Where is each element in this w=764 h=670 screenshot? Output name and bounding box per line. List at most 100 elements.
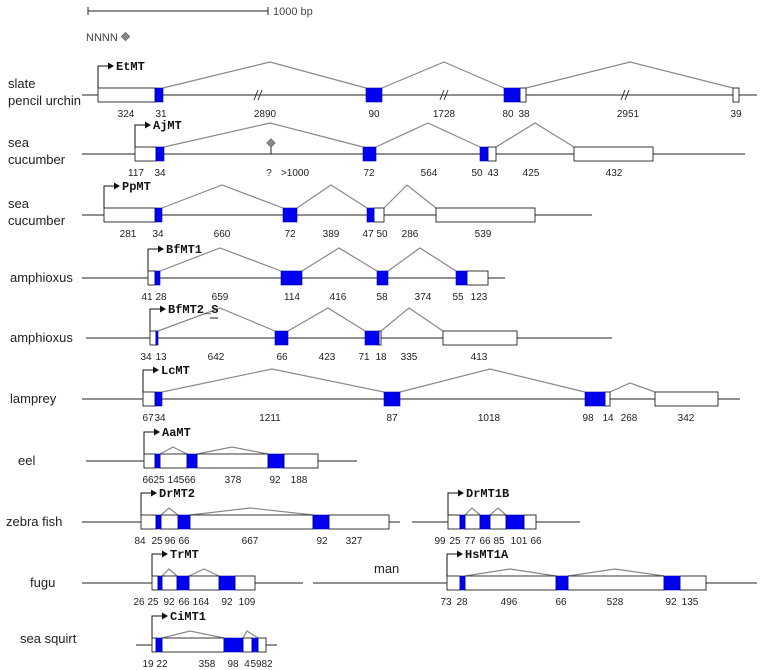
coding-exon (223, 637, 244, 653)
untranslated-exon (142, 391, 156, 407)
gene-name: PpMT (122, 180, 151, 194)
coding-exon (176, 575, 190, 591)
segment-length-label: 59 (250, 659, 262, 670)
tss-arrow (446, 553, 457, 576)
intron-arch (287, 307, 366, 332)
arrowhead-icon (145, 121, 151, 129)
intron-arch (464, 568, 557, 577)
coding-exon (154, 270, 161, 286)
intron-arch (162, 61, 367, 89)
segment-length-label: 47 (362, 229, 374, 240)
tss-arrow (151, 553, 162, 576)
segment-length-label: 99 (434, 536, 446, 547)
untranslated-exon (489, 514, 507, 530)
segment-length-label: 25 (151, 536, 163, 547)
segment-length-label: 528 (607, 597, 624, 608)
coding-exon (154, 453, 161, 469)
tss-arrow (103, 185, 114, 208)
segment-length-label: 22 (156, 659, 168, 670)
untranslated-exon (234, 575, 256, 591)
intron-arch (163, 122, 364, 148)
coding-exon (376, 270, 389, 286)
segment-length-label: 77 (464, 536, 476, 547)
segment-length-label: 31 (155, 109, 167, 120)
coding-exon (362, 146, 377, 162)
segment-length-label: 28 (155, 292, 167, 303)
gene-name: BfMT2_S (168, 303, 218, 317)
segment-length-label: 425 (523, 168, 540, 179)
arrowhead-icon (154, 428, 160, 436)
coding-exon (479, 514, 491, 530)
segment-length-label: 268 (621, 413, 638, 424)
legend-label: NNNN (86, 32, 118, 44)
species-label: sea (8, 196, 30, 211)
gene-name: HsMT1A (465, 548, 509, 562)
segment-length-label: 67 (142, 413, 154, 424)
segment-length-label: 92 (316, 536, 328, 547)
axis-break (257, 89, 263, 101)
segment-length-label: 2951 (617, 109, 640, 120)
untranslated-exon (464, 514, 481, 530)
segment-length-label: 659 (212, 292, 229, 303)
coding-exon (663, 575, 681, 591)
intron-arch (387, 247, 457, 272)
segment-length-label: 19 (142, 659, 154, 670)
arrowhead-icon (153, 366, 159, 374)
segment-length-label: 66 (479, 536, 491, 547)
intron-arch (159, 446, 188, 455)
coding-exon (154, 207, 163, 223)
scale-bar-label: 1000 bp (273, 6, 313, 18)
untranslated-exon (732, 87, 740, 103)
intron-arch (489, 507, 507, 516)
gene-name: CiMT1 (170, 610, 206, 624)
untranslated-exon (604, 391, 611, 407)
gene-name: LcMT (161, 364, 190, 378)
intron-arch (383, 184, 437, 209)
intron-arch (159, 247, 282, 272)
segment-length-label: 84 (134, 536, 146, 547)
segment-length-label: 109 (239, 597, 256, 608)
diamond-icon (266, 138, 276, 148)
gene-name: DrMT1B (466, 487, 509, 501)
segment-length-label: 413 (471, 352, 488, 363)
segment-length-label: 98 (227, 659, 239, 670)
untranslated-exon (442, 330, 518, 346)
coding-exon (155, 514, 162, 530)
segment-length-label: ? (266, 168, 272, 179)
segment-length-label: 58 (376, 292, 388, 303)
coding-exon (154, 391, 163, 407)
untranslated-exon (573, 146, 654, 162)
axis-break (624, 89, 630, 101)
segment-length-label: 564 (421, 168, 438, 179)
intron-arch (188, 568, 220, 577)
segment-length-label: 26 (133, 597, 145, 608)
segment-length-label: 50 (471, 168, 483, 179)
arrowhead-icon (160, 305, 166, 313)
coding-exon (503, 87, 521, 103)
untranslated-exon (523, 514, 537, 530)
intron-arch (381, 61, 505, 89)
untranslated-exon (196, 453, 269, 469)
coding-exon (155, 330, 159, 346)
segment-length-label: 281 (120, 229, 137, 240)
segment-length-label: 324 (118, 109, 135, 120)
segment-length-label: 34 (152, 229, 164, 240)
species-label: sea (8, 135, 30, 150)
segment-length-label: 50 (376, 229, 388, 240)
intron-arch (189, 507, 314, 516)
segment-length-label: 374 (415, 292, 432, 303)
untranslated-exon (446, 575, 461, 591)
segment-length-label: 642 (208, 352, 225, 363)
coding-exon (274, 330, 289, 346)
segment-length-label: 96 (164, 536, 176, 547)
segment-length-label: 13 (155, 352, 167, 363)
untranslated-exon (97, 87, 156, 103)
untranslated-exon (143, 453, 156, 469)
segment-length-label: 66 (530, 536, 542, 547)
